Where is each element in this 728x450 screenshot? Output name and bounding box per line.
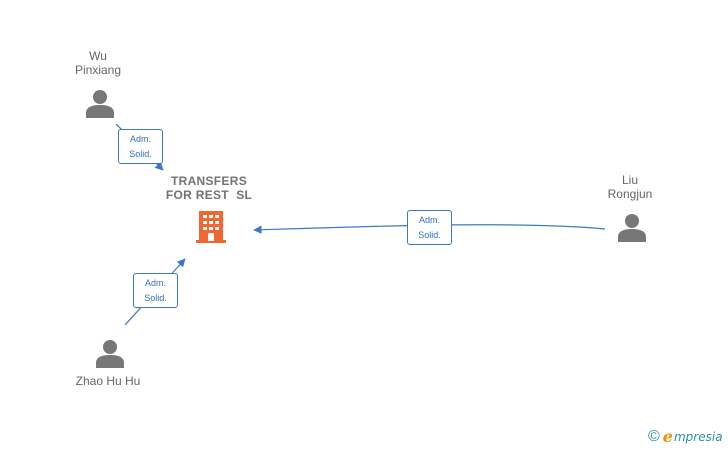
person-name-liu[interactable]: Liu Rongjun [607, 173, 653, 201]
relation-label-zhao[interactable]: Adm. Solid. [133, 273, 178, 308]
person-name-wu[interactable]: Wu Pinxiang [74, 49, 122, 77]
person-icon[interactable] [85, 88, 115, 118]
brand-name: mpresia [673, 430, 723, 444]
brand-initial: e [662, 427, 673, 446]
relation-label-wu[interactable]: Adm. Solid. [118, 129, 163, 164]
relation-label-liu[interactable]: Adm. Solid. [407, 210, 452, 245]
person-icon[interactable] [95, 338, 125, 368]
building-icon[interactable] [195, 210, 227, 244]
person-icon[interactable] [617, 212, 647, 242]
footer-brand: © e mpresia [648, 428, 723, 446]
person-name-zhao[interactable]: Zhao Hu Hu [75, 374, 141, 388]
company-name[interactable]: TRANSFERS FOR REST SL [165, 174, 253, 202]
copyright-symbol: © [648, 428, 660, 445]
